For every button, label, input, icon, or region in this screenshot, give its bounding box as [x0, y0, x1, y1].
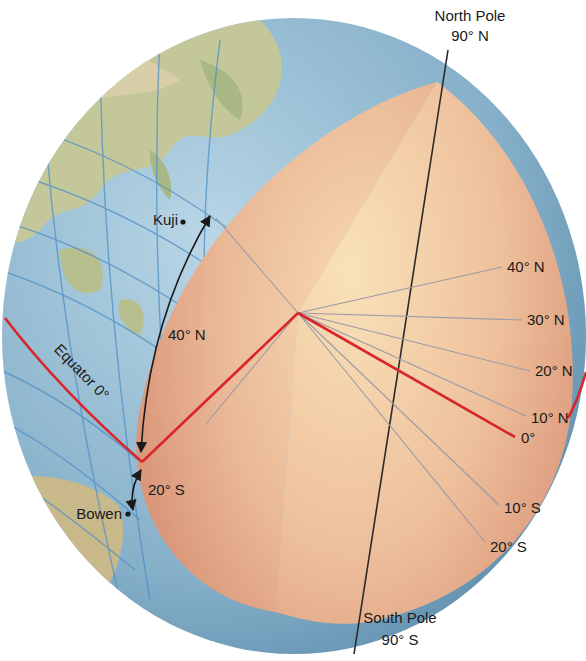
equator-line [5, 313, 586, 462]
angle-arc [141, 216, 210, 452]
latitude-label: 10° N [531, 409, 569, 427]
latitude-label: 20° N [535, 362, 573, 380]
pole-label: South Pole [363, 609, 436, 627]
latitude-label: 0° [521, 429, 535, 447]
pole-label: 90° N [451, 27, 489, 45]
angle-label: 20° S [148, 481, 185, 499]
city-label: Kuji [153, 211, 178, 229]
latitude-label: 30° N [527, 311, 565, 329]
angle-label: 40° N [168, 326, 206, 344]
latitude-label: 20° S [490, 538, 527, 556]
city-dot [125, 511, 130, 516]
wedge-face [275, 82, 573, 624]
pole-label: 90° S [382, 631, 419, 649]
latitude-rays [205, 218, 530, 542]
city-label: Bowen [76, 505, 122, 523]
latitude-label: 10° S [504, 499, 541, 517]
angle-arc [132, 470, 141, 510]
city-dot [180, 219, 185, 224]
pole-label: North Pole [435, 7, 506, 25]
latitude-label: 40° N [507, 258, 545, 276]
